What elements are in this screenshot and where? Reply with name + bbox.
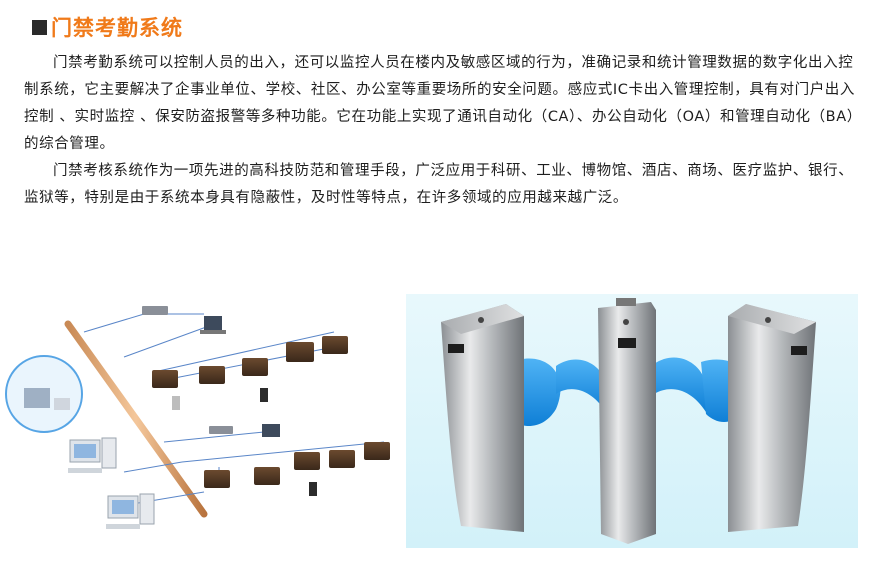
controller-boards-upper — [152, 336, 348, 388]
article-body: 门禁考勤系统可以控制人员的出入，还可以监控人员在楼内及敏感区域的行为，准确记录和… — [24, 50, 862, 212]
server-icon — [24, 388, 50, 408]
turnstile-illustration — [406, 294, 858, 548]
right-turnstile-cabinet — [728, 304, 816, 532]
section-heading: 门禁考勤系统 — [32, 12, 183, 42]
center-turnstile-cabinet — [598, 298, 656, 544]
monitor-icon — [204, 316, 222, 330]
card-reader-icon — [172, 396, 180, 410]
server-icon — [209, 426, 233, 434]
backbone-cable — [64, 320, 208, 518]
paragraph-2: 门禁考核系统作为一项先进的高科技防范和管理手段，广泛应用于科研、工业、博物馆、酒… — [24, 163, 854, 206]
server-icon — [142, 306, 168, 315]
square-bullet-icon — [32, 19, 47, 35]
monitor-icon — [262, 424, 280, 437]
page-title: 门禁考勤系统 — [51, 16, 183, 40]
workstation-icons — [68, 437, 155, 529]
controller-boards-lower — [204, 442, 390, 488]
network-topology-illustration — [5, 306, 390, 529]
card-reader-icon — [260, 388, 268, 402]
card-reader-icon — [309, 482, 317, 496]
paragraph-1: 门禁考勤系统可以控制人员的出入，还可以监控人员在楼内及敏感区域的行为，准确记录和… — [24, 55, 862, 152]
turnstile-drawing — [441, 298, 816, 544]
left-turnstile-cabinet — [441, 304, 524, 532]
